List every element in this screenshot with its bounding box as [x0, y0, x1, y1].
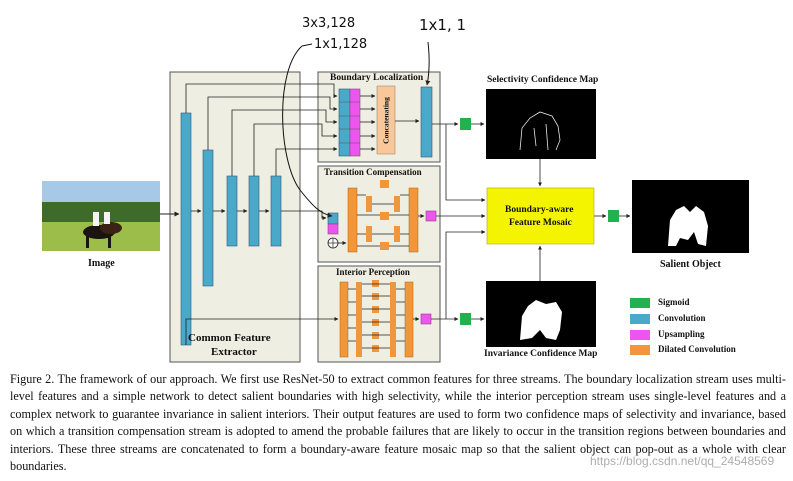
tc-dil-2	[408, 187, 419, 253]
legend-swatch-sigmoid	[630, 298, 650, 308]
bl-conv-column	[338, 88, 351, 157]
extractor-title-2: Extractor	[211, 346, 257, 358]
tc-dil-1	[347, 187, 358, 253]
annotation-1x1-1: 1x1, 1	[419, 16, 467, 34]
legend-dilated: Dilated Convolution	[658, 344, 736, 354]
sigmoid-final	[608, 210, 619, 222]
legend-upsampling: Upsampling	[658, 329, 705, 339]
mosaic-title-2: Feature Mosaic	[509, 218, 572, 228]
annotation-arrow-1	[282, 45, 333, 218]
transition-title: Transition Compensation	[324, 167, 422, 177]
extractor-block-4	[248, 175, 260, 247]
tc-conv	[327, 212, 339, 225]
extractor-block-2	[202, 149, 214, 287]
interior-title: Interior Perception	[336, 267, 410, 277]
ip-dil-2	[404, 281, 414, 358]
extractor-title-1: Common Feature	[188, 332, 271, 344]
legend-swatch-upsampling	[630, 330, 650, 340]
watermark: https://blog.csdn.net/qq_24548569	[590, 454, 775, 468]
legend-swatch-dilated	[630, 345, 650, 355]
invariance-label: Invariance Confidence Map	[484, 349, 598, 359]
bl-up-column	[349, 88, 361, 157]
sigmoid-top	[460, 118, 471, 130]
selectivity-label: Selectivity Confidence Map	[487, 75, 599, 85]
legend-sigmoid: Sigmoid	[658, 297, 690, 307]
extractor-block-5	[270, 175, 282, 247]
tc-up	[327, 223, 339, 235]
input-image-label: Image	[88, 258, 115, 269]
framework-diagram	[42, 41, 749, 363]
concat-box	[376, 85, 396, 155]
input-image	[42, 181, 160, 251]
annotation-1x1-128: 1x1,128	[314, 37, 368, 52]
mosaic-box	[486, 187, 595, 245]
boundary-title: Boundary Localization	[330, 73, 424, 83]
figure-caption: Figure 2. The framework of our approach.…	[10, 372, 786, 474]
legend-convolution: Convolution	[658, 313, 706, 323]
ip-out-up	[420, 313, 432, 325]
annotation-arrow-3	[425, 41, 431, 86]
extractor-block-3	[226, 175, 238, 247]
ip-dil-1	[339, 281, 349, 358]
concat-label: Concatenating	[381, 97, 391, 144]
salient-label: Salient Object	[660, 259, 721, 270]
tc-out-up	[425, 210, 437, 222]
annotation-3x3: 3x3,128	[302, 16, 356, 31]
extractor-block-1	[180, 112, 192, 346]
bl-out-conv	[420, 86, 433, 158]
selectivity-map	[486, 89, 596, 159]
mosaic-title-1: Boundary-aware	[505, 205, 574, 215]
salient-object-map	[632, 180, 749, 253]
sigmoid-bottom	[460, 313, 471, 325]
annotation-arrow-2	[301, 43, 313, 47]
invariance-map	[486, 281, 596, 347]
legend-swatch-convolution	[630, 314, 650, 324]
